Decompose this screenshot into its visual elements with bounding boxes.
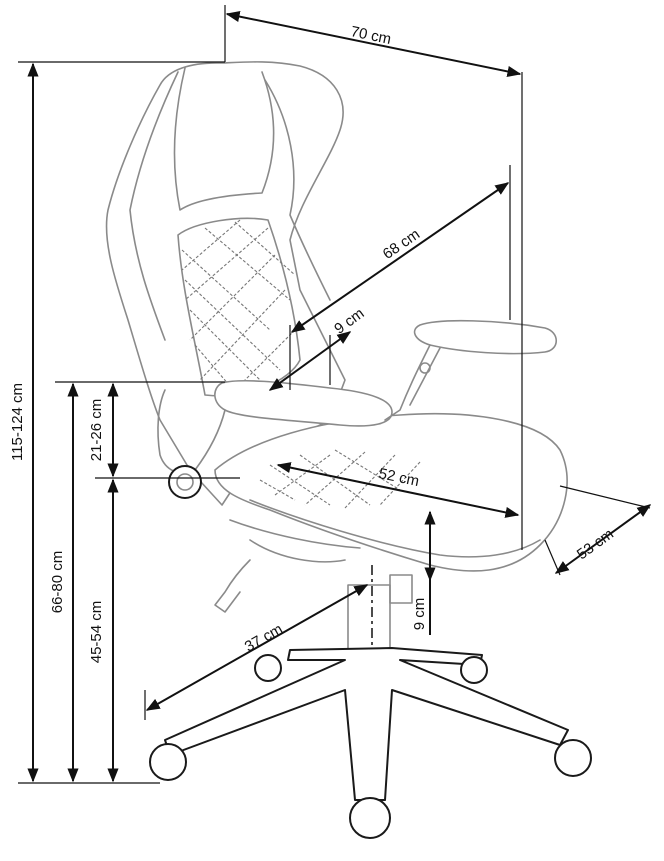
chair-illustration — [105, 61, 592, 839]
label-armrest-floor-height: 66-80 cm — [49, 551, 66, 614]
ext-seat-back — [559, 485, 651, 509]
armrest-left-support — [157, 389, 226, 474]
ext-seat-front — [544, 539, 561, 576]
label-seat-thickness: 9 cm — [411, 598, 428, 631]
tilt-knob — [168, 465, 202, 499]
dim-line-seat-width — [554, 504, 652, 574]
backrest-shell — [105, 61, 346, 506]
height-lever — [214, 559, 251, 613]
star-base — [164, 647, 569, 801]
caster-front-right — [554, 739, 592, 777]
caster-rear-right — [460, 656, 488, 684]
quilted-panel — [177, 217, 301, 397]
dim-line-backrest-depth — [268, 331, 352, 391]
seat-mechanism — [229, 519, 361, 563]
dim-line-base-radius — [145, 584, 369, 711]
quilt-stitching — [181, 219, 296, 396]
caster-rear-left — [254, 654, 282, 682]
label-armrest-height: 21-26 cm — [88, 399, 105, 462]
armrest-right — [413, 319, 558, 355]
caster-front-center — [349, 797, 391, 839]
armrest-left — [214, 379, 393, 427]
dim-line-backrest-height — [290, 182, 510, 333]
backrest-side-right — [264, 79, 331, 301]
label-overall-height: 115-124 cm — [9, 383, 26, 461]
label-base-radius: 37 cm — [242, 621, 286, 656]
backrest-side-left — [129, 71, 179, 341]
armrest-right-support — [384, 344, 441, 421]
armrest-right-pivot — [419, 362, 431, 374]
caster-front-left — [149, 743, 187, 781]
dim-line-seat-depth — [276, 462, 520, 518]
dim-line-overall-width — [225, 11, 522, 77]
label-seat-width: 53 cm — [574, 525, 617, 563]
dimension-lines — [18, 5, 652, 784]
backrest-ridge — [173, 67, 275, 211]
gas-lift-top — [389, 574, 413, 604]
label-seat-height: 45-54 cm — [88, 601, 105, 664]
tilt-knob-inner — [176, 473, 194, 491]
